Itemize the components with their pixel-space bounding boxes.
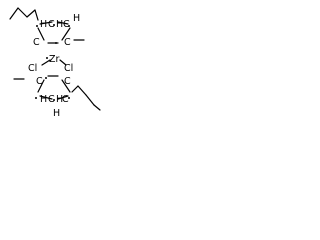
- top-ring-bond-3: [37, 27, 45, 41]
- bottom-ring-carbon-3: C: [48, 94, 55, 105]
- structure-diagram: C C C C H H H Zr Cl Cl: [0, 0, 108, 117]
- zr-cl-bond-right: [59, 59, 67, 66]
- bottom-ring-bond-3: [61, 79, 71, 93]
- top-ring-dot-1: [36, 25, 38, 27]
- bottom-ring-dot-1: [45, 77, 47, 79]
- metal-label: Zr: [49, 54, 60, 65]
- bottom-ring-bond-5: [57, 95, 69, 100]
- bottom-ring-carbon-1: C: [36, 76, 43, 87]
- bottom-ring-dot-4: [68, 97, 70, 99]
- top-ring-carbon-1: C: [33, 37, 40, 48]
- bottom-butyl-bond-3: [85, 94, 95, 106]
- bottom-ring-hydrogen-3: H: [53, 108, 60, 117]
- bottom-ring-bond-4: [39, 95, 53, 100]
- bottom-cyclopentadienyl-ring: C C C C H H H: [13, 75, 101, 117]
- bottom-ring-bond-2: [37, 79, 45, 93]
- top-butyl-bond-2: [17, 7, 28, 18]
- top-ring-bond-4: [61, 27, 71, 41]
- top-ring-dot-4: [55, 42, 57, 44]
- top-ring-dot-3: [68, 25, 70, 27]
- top-ring-carbon-2: C: [64, 37, 71, 48]
- bottom-butyl-bond-2: [77, 85, 87, 96]
- top-ring-carbon-4: C: [63, 19, 70, 30]
- bottom-ring-carbon-4: C: [62, 94, 69, 105]
- top-ring-bond-2: [57, 21, 69, 25]
- top-ring-dot-2: [53, 24, 55, 26]
- top-cyclopentadienyl-ring: C C C C H H H: [9, 7, 85, 48]
- top-ring-carbon-3: C: [48, 19, 55, 30]
- chlorine-label-right: Cl: [64, 63, 73, 74]
- bottom-butyl-bond-4: [93, 104, 101, 111]
- molecule-drawing: C C C C H H H Zr Cl Cl: [9, 7, 101, 117]
- zr-cl-bond-left: [41, 59, 51, 66]
- metal-dot: [46, 57, 48, 59]
- bottom-ring-carbon-2: C: [64, 76, 71, 87]
- top-ring-hydrogen-1: H: [40, 19, 47, 30]
- bottom-ring-dot-3: [53, 99, 55, 101]
- zirconium-center: Zr Cl Cl: [28, 54, 73, 74]
- top-ring-hydrogen-3: H: [73, 13, 80, 24]
- bottom-ring-dot-2: [35, 97, 37, 99]
- top-butyl-bond-4: [34, 9, 39, 21]
- bottom-butyl-bond-1: [71, 85, 79, 93]
- bottom-ring-hydrogen-1: H: [40, 94, 47, 105]
- top-butyl-bond-3: [26, 9, 36, 18]
- top-ring-hydrogen-2: H: [56, 19, 63, 30]
- chlorine-label-left: Cl: [28, 63, 37, 74]
- top-ring-bond-1: [39, 21, 53, 25]
- bottom-ring-hydrogen-2: H: [56, 94, 63, 105]
- top-butyl-bond-1: [9, 7, 19, 20]
